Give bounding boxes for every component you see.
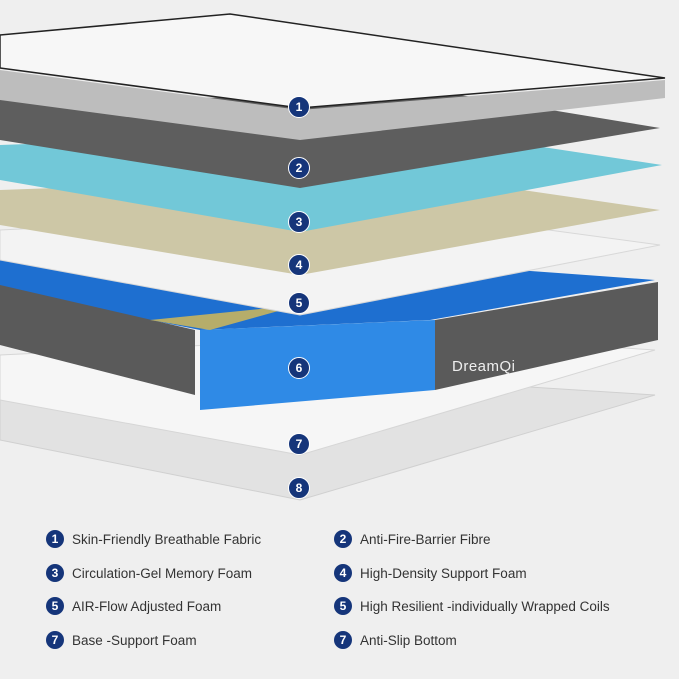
legend-label: AIR-Flow Adjusted Foam: [72, 598, 222, 614]
legend-item: 4 High-Density Support Foam: [334, 564, 527, 582]
legend-label: High-Density Support Foam: [360, 565, 527, 581]
number-badge: 5: [46, 597, 64, 615]
number-badge: 1: [46, 530, 64, 548]
legend-item: 5 AIR-Flow Adjusted Foam: [46, 597, 221, 615]
layer-coil-edge-right: [435, 282, 658, 390]
legend-label: Circulation-Gel Memory Foam: [72, 565, 253, 581]
legend-item: 3 Circulation-Gel Memory Foam: [46, 564, 252, 582]
number-badge: 4: [334, 564, 352, 582]
layer-badge-2: 2: [288, 157, 310, 179]
layer-badge-3: 3: [288, 211, 310, 233]
legend-item: 7 Anti-Slip Bottom: [334, 631, 457, 649]
number-badge: 7: [46, 631, 64, 649]
legend-item: 2 Anti-Fire-Barrier Fibre: [334, 530, 491, 548]
layer-fabric-side: [0, 70, 665, 140]
legend-label: Anti-Slip Bottom: [360, 632, 457, 648]
legend-label: Base -Support Foam: [72, 632, 197, 648]
layer-badge-6: 6: [288, 357, 310, 379]
layer-badge-5: 5: [288, 292, 310, 314]
layer-badge-1: 1: [288, 96, 310, 118]
legend-item: 1 Skin-Friendly Breathable Fabric: [46, 530, 261, 548]
brand-logo: DreamQi: [452, 358, 516, 375]
layer-badge-4: 4: [288, 254, 310, 276]
number-badge: 3: [46, 564, 64, 582]
legend-item: 5 High Resilient -individually Wrapped Co…: [334, 597, 610, 615]
layer-fabric-top: [0, 13, 666, 109]
layer-badge-7: 7: [288, 433, 310, 455]
legend-label: High Resilient -individually Wrapped Coi…: [360, 598, 610, 614]
layer-coil-edge-left: [0, 285, 195, 395]
layer-coil-front: [200, 320, 435, 410]
legend-label: Anti-Fire-Barrier Fibre: [360, 531, 491, 547]
legend-item: 7 Base -Support Foam: [46, 631, 197, 649]
layer-coil-cutaway: [150, 305, 300, 330]
number-badge: 5: [334, 597, 352, 615]
layer-badge-8: 8: [288, 477, 310, 499]
number-badge: 2: [334, 530, 352, 548]
legend-label: Skin-Friendly Breathable Fabric: [72, 531, 262, 547]
mattress-layers-illustration: [0, 13, 666, 501]
number-badge: 7: [334, 631, 352, 649]
